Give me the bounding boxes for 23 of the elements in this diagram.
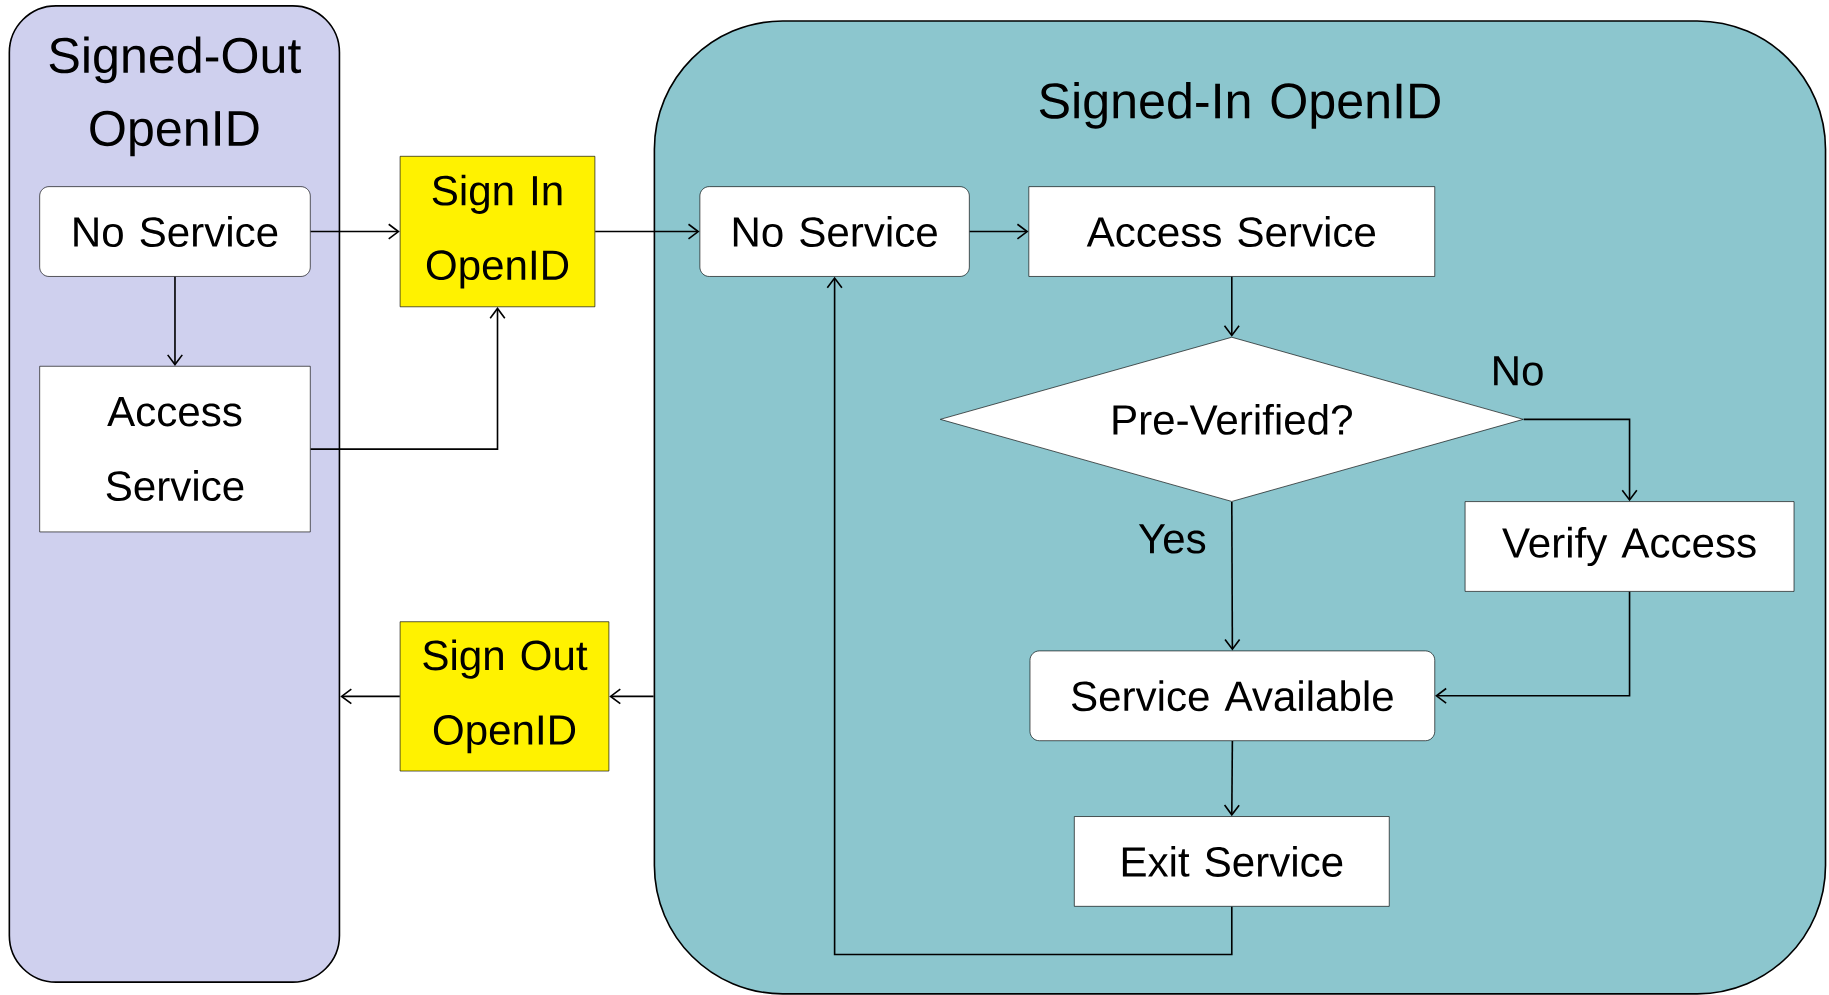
process-box: Verify Access	[1464, 501, 1795, 592]
process-box: No Service	[39, 186, 311, 277]
arrow	[1223, 275, 1240, 337]
arrow	[1223, 740, 1240, 817]
arrow	[1435, 590, 1631, 704]
action-box: Sign In OpenID	[399, 156, 596, 308]
arrow	[166, 275, 184, 366]
arrow	[968, 223, 1029, 240]
arrow	[1224, 501, 1241, 651]
process-box: Exit Service	[1074, 816, 1390, 907]
arrow	[609, 688, 655, 705]
process-box: No Service	[699, 186, 970, 277]
process-box: Service Available	[1029, 650, 1436, 742]
arrow	[309, 307, 506, 450]
process-box: Access Service	[39, 365, 311, 533]
arrow	[826, 276, 1233, 956]
action-box: Sign Out OpenID	[399, 621, 610, 772]
arrow	[594, 223, 700, 240]
arrow	[309, 223, 400, 240]
arrow	[340, 688, 401, 705]
arrow	[1522, 418, 1638, 502]
edge-label: Yes	[1136, 522, 1209, 556]
process-box: Access Service	[1028, 186, 1436, 277]
